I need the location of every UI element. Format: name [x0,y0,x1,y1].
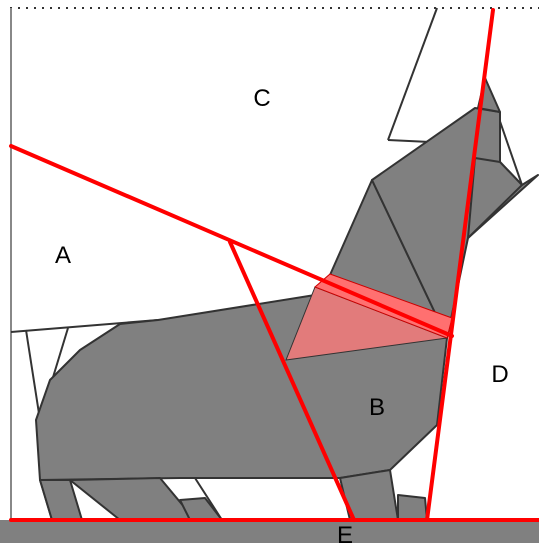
ground-strip [0,520,539,543]
dog-back-leg-1 [39,479,83,521]
region-label-d: D [491,361,508,388]
dog-front-leg-2 [397,494,428,521]
region-label-a: A [55,242,71,269]
cut-line-vertical-right [425,8,495,522]
region-label-c: C [253,85,270,112]
dog-snout [467,157,523,239]
cut-line-slanted-middle [228,240,356,522]
region-label-b: B [369,394,385,421]
dog-back-leg-2 [69,477,196,521]
cut-lines [9,8,539,522]
region-label-e: E [337,522,353,543]
dog-silhouette [35,77,539,521]
